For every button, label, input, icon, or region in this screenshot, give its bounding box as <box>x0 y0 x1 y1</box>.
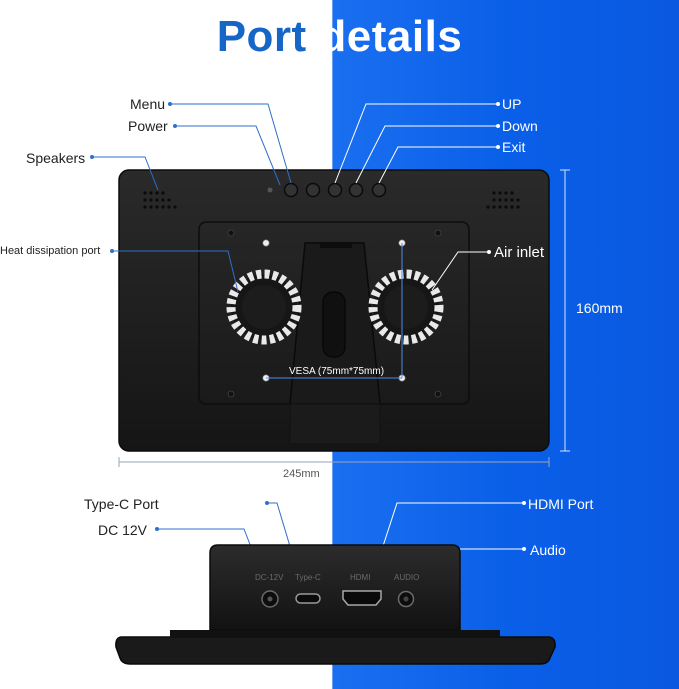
indicator-dot <box>267 187 273 193</box>
label-audio: Audio <box>530 542 566 558</box>
panel-label-dc: DC-12V <box>255 573 284 582</box>
up-button <box>327 182 343 198</box>
label-power: Power <box>128 118 168 134</box>
title-part-details: details <box>319 12 463 61</box>
speaker-grille-left <box>143 191 177 209</box>
hdmi-port <box>342 590 382 606</box>
label-air-inlet: Air inlet <box>494 244 545 261</box>
speaker-grille-right <box>486 191 520 209</box>
down-button <box>348 182 364 198</box>
exit-button <box>371 182 387 198</box>
label-menu: Menu <box>130 96 166 112</box>
panel-label-typec: Type-C <box>295 573 321 582</box>
label-vesa: VESA (75mm*75mm) <box>289 366 385 377</box>
label-hdmi-port: HDMI Port <box>528 496 594 512</box>
fan-right <box>368 269 444 345</box>
label-heat-dissipation: Heat dissipation port <box>0 245 101 257</box>
label-exit: Exit <box>502 139 526 155</box>
menu-button <box>305 182 321 198</box>
title-part-port: Port <box>216 12 307 61</box>
label-up: UP <box>502 96 522 112</box>
panel-label-audio: AUDIO <box>394 573 420 582</box>
type-c-port <box>295 593 321 604</box>
page-title: Port details <box>0 12 679 62</box>
side-view-base <box>115 636 556 665</box>
label-width-dimension: 245mm <box>283 468 320 480</box>
label-speakers: Speakers <box>26 150 86 166</box>
side-view-body <box>209 544 461 631</box>
label-dc-12v: DC 12V <box>98 522 148 538</box>
panel-label-hdmi: HDMI <box>350 573 371 582</box>
stand-slot <box>322 291 346 358</box>
label-type-c-port: Type-C Port <box>84 496 159 512</box>
fan-left <box>226 269 302 345</box>
label-down: Down <box>502 118 538 134</box>
power-button <box>283 182 299 198</box>
label-height-dimension: 160mm <box>576 300 623 316</box>
